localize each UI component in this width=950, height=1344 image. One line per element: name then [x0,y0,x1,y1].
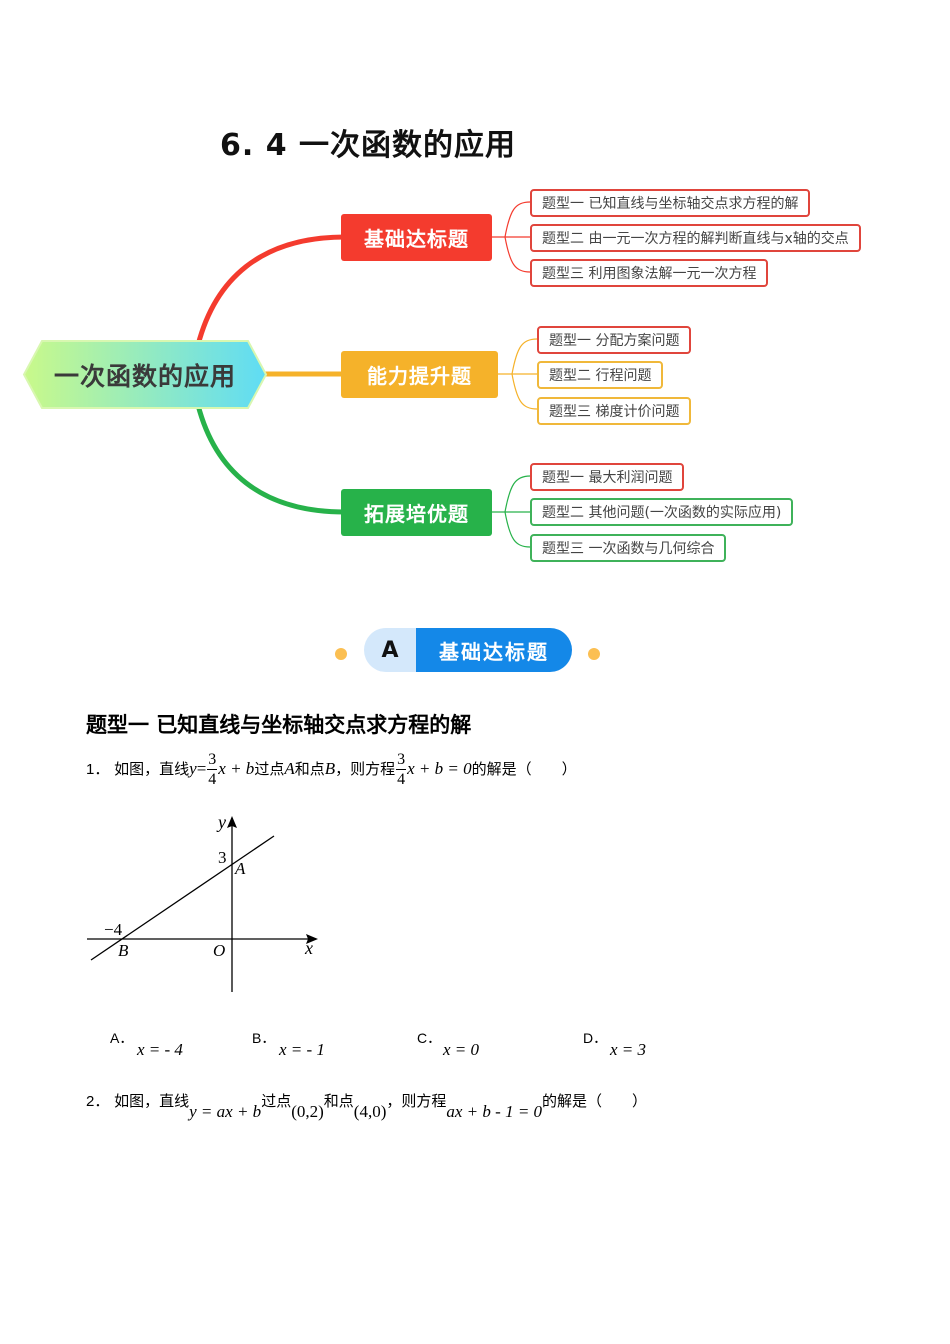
banner-decoration [255,648,682,660]
option-a[interactable]: A． x = - 4 [110,1030,183,1059]
leaf-basic-3: 题型三 利用图象法解一元一次方程 [530,259,769,287]
mindmap-root-node: 一次函数的应用 [22,339,268,410]
branch-basic: 基础达标题 [341,214,492,261]
leaf-advanced-2: 题型二 行程问题 [537,361,664,389]
option-b[interactable]: B． x = - 1 [252,1030,325,1059]
line-graph-icon [87,816,318,992]
question-number: 1． [86,761,110,778]
y-intercept-label: 3 [218,848,227,867]
point-a-label: A [235,859,246,878]
banner-label: 基础达标题 [416,628,572,672]
branch-extension: 拓展培优题 [341,489,492,536]
branch-advanced: 能力提升题 [341,351,498,398]
x-axis-label: x [305,938,313,958]
option-d[interactable]: D． x = 3 [583,1030,647,1059]
leaf-extension-1: 题型一 最大利润问题 [530,463,685,491]
banner-letter: A [364,628,416,672]
leaf-extension-2: 题型二 其他问题(一次函数的实际应用) [530,498,794,526]
x-intercept-label: −4 [104,920,123,939]
question-number: 2． [86,1093,110,1110]
leaf-basic-1: 题型一 已知直线与坐标轴交点求方程的解 [530,189,811,217]
question-2: 2． 如图，直线y = ax + b过点(0,2)和点(4,0)，则方程ax +… [86,1092,648,1121]
origin-label: O [213,941,226,960]
section-banner: A 基础达标题 [364,628,572,672]
option-c[interactable]: C． x = 0 [417,1030,480,1059]
leaf-advanced-3: 题型三 梯度计价问题 [537,397,692,425]
coordinate-figure: y x 3 A −4 B O [84,812,324,997]
mindmap-connectors [195,201,538,548]
root-label: 一次函数的应用 [53,361,236,391]
leaf-extension-3: 题型三 一次函数与几何综合 [530,534,727,562]
section-heading: 题型一 已知直线与坐标轴交点求方程的解 [86,713,472,737]
leaf-basic-2: 题型二 由一元一次方程的解判断直线与x轴的交点 [530,224,861,252]
page-title: 6. 4 一次函数的应用 [220,128,517,163]
hexagon-shape [22,340,268,409]
point-b-label: B [118,941,129,960]
leaf-advanced-1: 题型一 分配方案问题 [537,326,692,354]
y-axis-label: y [218,812,226,832]
